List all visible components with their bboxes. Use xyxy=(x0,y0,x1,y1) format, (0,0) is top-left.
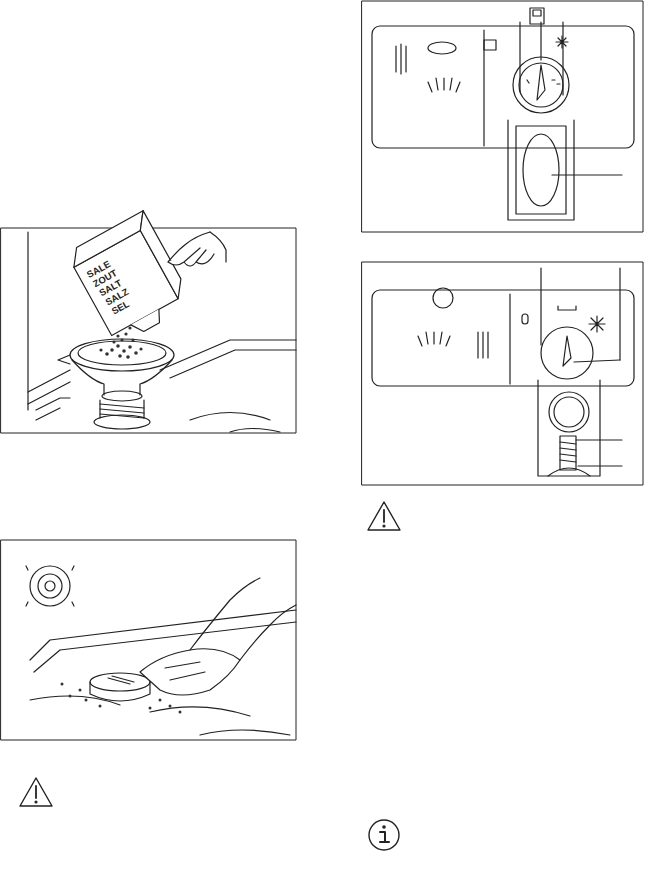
dispenser-figure-a xyxy=(362,1,643,232)
info-icon xyxy=(369,820,399,850)
wipe-cap-figure xyxy=(1,540,296,740)
warning-icon xyxy=(368,502,400,530)
dispenser-figure-b xyxy=(362,262,643,485)
salt-filling-figure xyxy=(1,211,296,433)
warning-icon xyxy=(20,778,52,806)
